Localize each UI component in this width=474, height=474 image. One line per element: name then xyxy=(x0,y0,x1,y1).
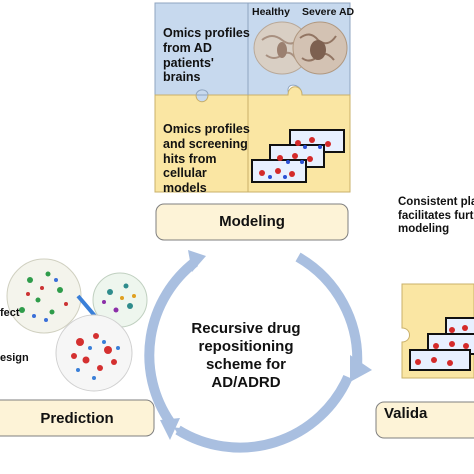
cycle-arrowheads xyxy=(160,250,372,440)
validation-caption: Consistent pla facilitates furth modelin… xyxy=(398,196,474,236)
prediction-box xyxy=(0,399,155,437)
prediction-label: Prediction xyxy=(40,410,114,428)
brain-healthy-label: Healthy xyxy=(252,6,290,18)
brain-slice-image xyxy=(253,21,348,75)
network-cluster-image xyxy=(6,258,148,392)
validation-label: Valida xyxy=(384,405,428,422)
validation-panel xyxy=(401,283,474,379)
cycle-arrow xyxy=(144,252,363,453)
modeling-box xyxy=(155,203,349,241)
omics-brain-label: Omics profiles from AD patients' brains xyxy=(163,26,250,85)
omics-cells-label: Omics profiles and screening hits from c… xyxy=(163,122,250,195)
brain-severe-label: Severe AD xyxy=(302,6,355,18)
validation-box xyxy=(375,401,474,439)
prediction-fragment-design: esign xyxy=(0,352,29,364)
cell-plate-icon xyxy=(251,129,345,183)
prediction-fragment-effect: fect xyxy=(0,307,20,319)
modeling-label: Modeling xyxy=(219,213,285,231)
center-title: Recursive drug repositioning scheme for … xyxy=(191,320,301,391)
